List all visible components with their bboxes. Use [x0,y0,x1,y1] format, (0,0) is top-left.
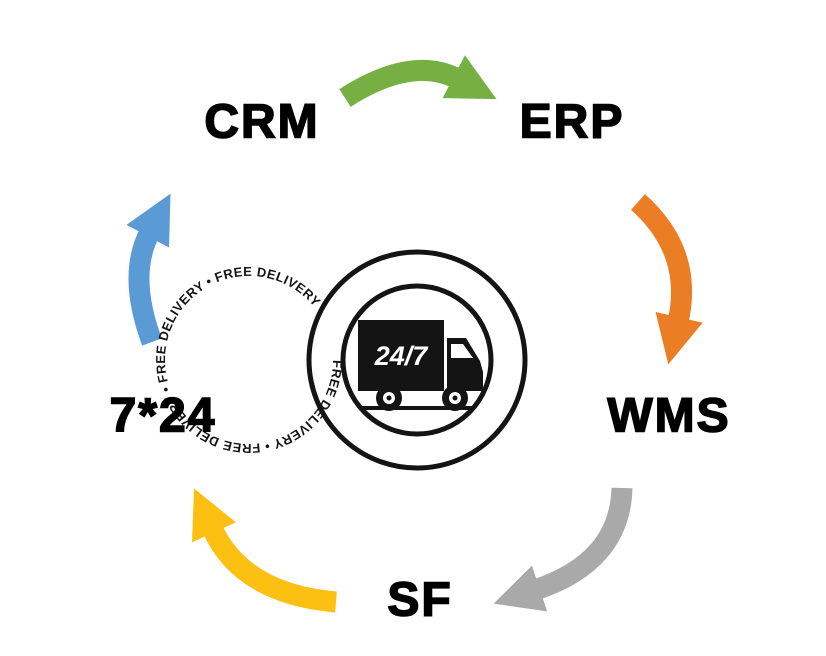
node-sf: SF [387,573,453,628]
truck-24-7-label: 24/7 [374,341,430,371]
node-724: 7*24 [109,389,217,444]
free-delivery-badge: FREE DELIVERY • FREE DELIVERY • FREE DEL… [153,249,528,471]
arrow-wms-to-sf [493,487,633,612]
delivery-truck-icon: 24/7 [358,320,483,411]
arrow-sf-to-724 [192,488,337,613]
arrow-crm-to-erp [339,55,497,107]
node-erp: ERP [519,95,625,150]
arrow-erp-to-wms [630,194,703,365]
node-wms: WMS [607,389,731,444]
node-crm: CRM [204,95,320,150]
arrow-724-to-crm [126,193,171,346]
